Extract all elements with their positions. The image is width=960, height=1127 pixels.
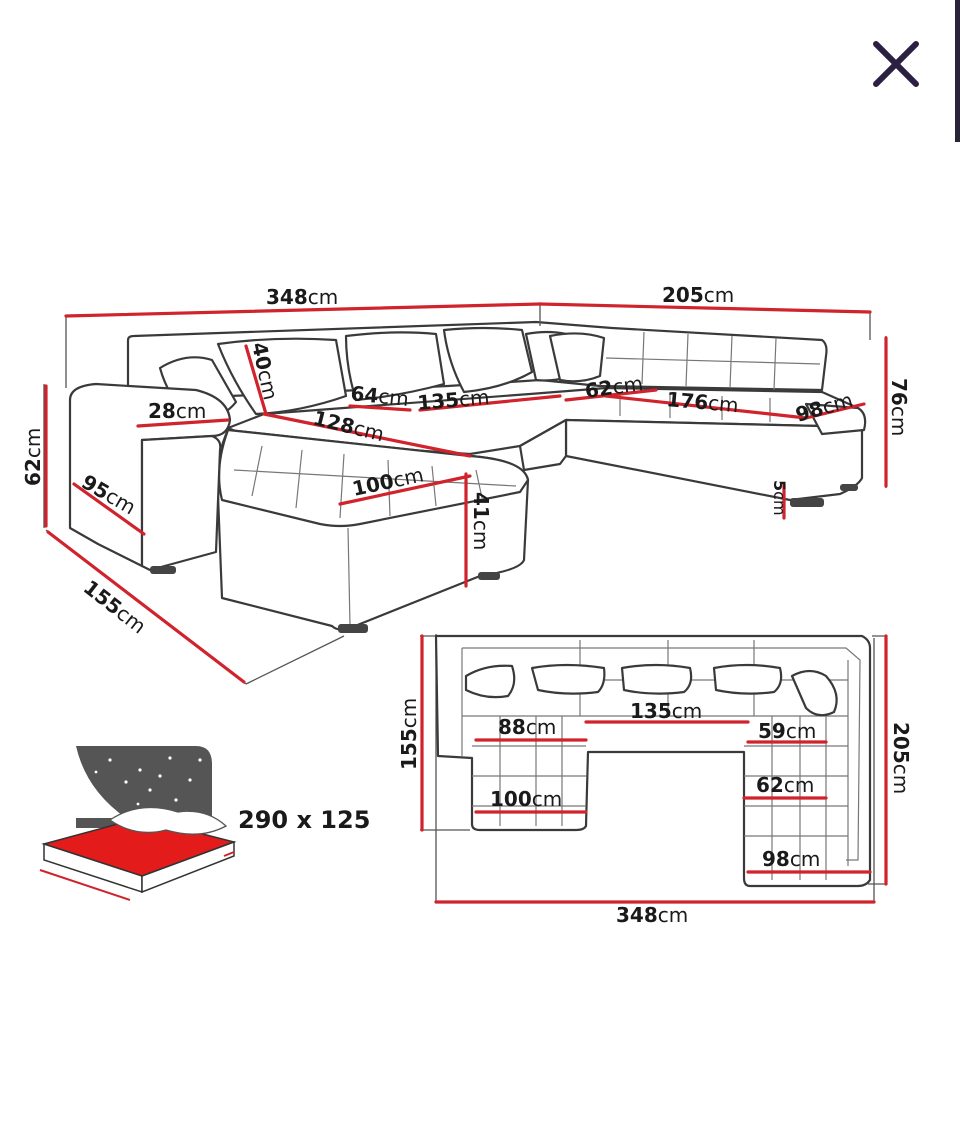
close-button[interactable]: [866, 34, 926, 94]
dim-line-middle-135: [418, 394, 562, 412]
dim-label-corner-62: 62cm: [583, 371, 644, 403]
dim-line-right-176: [604, 394, 808, 420]
plan-label-right-top: 59cm: [758, 719, 816, 743]
dim-label-height-62: 62cm: [21, 428, 45, 486]
scrollbar[interactable]: [955, 0, 960, 142]
plan-label-right-mid: 62cm: [756, 773, 814, 797]
dim-line-depth-155: [46, 530, 246, 684]
plan-label-right-depth: 205cm: [889, 722, 913, 794]
dim-line-total-width: [64, 302, 542, 318]
dim-label-seat-height: 41cm: [469, 492, 493, 550]
dim-line-cushion-40: [244, 344, 268, 416]
dim-label-middle-135: 135cm: [416, 385, 490, 415]
plan-label-left-depth: 155cm: [397, 698, 421, 770]
dim-label-total-width: 348cm: [266, 285, 338, 309]
dim-line-right-end: [804, 402, 866, 420]
close-icon: [873, 41, 919, 87]
dim-label-leg: 5cm: [770, 480, 789, 516]
dim-line-middle-64: [348, 404, 412, 412]
plan-label-right-bottom: 98cm: [762, 847, 820, 871]
perspective-sofa: 348cm 205cm 76cm 62cm 155cm 95cm 28cm 40…: [21, 283, 911, 685]
dim-line-right-width: [538, 302, 872, 314]
plan-view: 155cm 205cm 348cm 135cm 88cm 100cm 59cm …: [397, 634, 913, 927]
dim-label-middle-64: 64cm: [349, 381, 410, 411]
plan-label-total: 348cm: [616, 903, 688, 927]
dim-label-right-width: 205cm: [662, 283, 734, 307]
dim-label-right-176: 176cm: [666, 387, 740, 417]
dim-label-armrest: 28cm: [148, 399, 206, 423]
dim-line-side-95: [72, 482, 146, 536]
plan-label-left-seat: 88cm: [498, 715, 556, 739]
bed-size-label: 290 x 125: [238, 806, 370, 834]
dim-label-back-76: 76cm: [887, 378, 911, 436]
dim-line-armrest: [136, 418, 230, 428]
bed-icon: [39, 746, 237, 901]
plan-label-left-front: 100cm: [490, 787, 562, 811]
dim-line-chaise-seat: [262, 412, 472, 458]
plan-label-middle: 135cm: [630, 699, 702, 723]
dim-line-chaise-front: [338, 474, 472, 506]
